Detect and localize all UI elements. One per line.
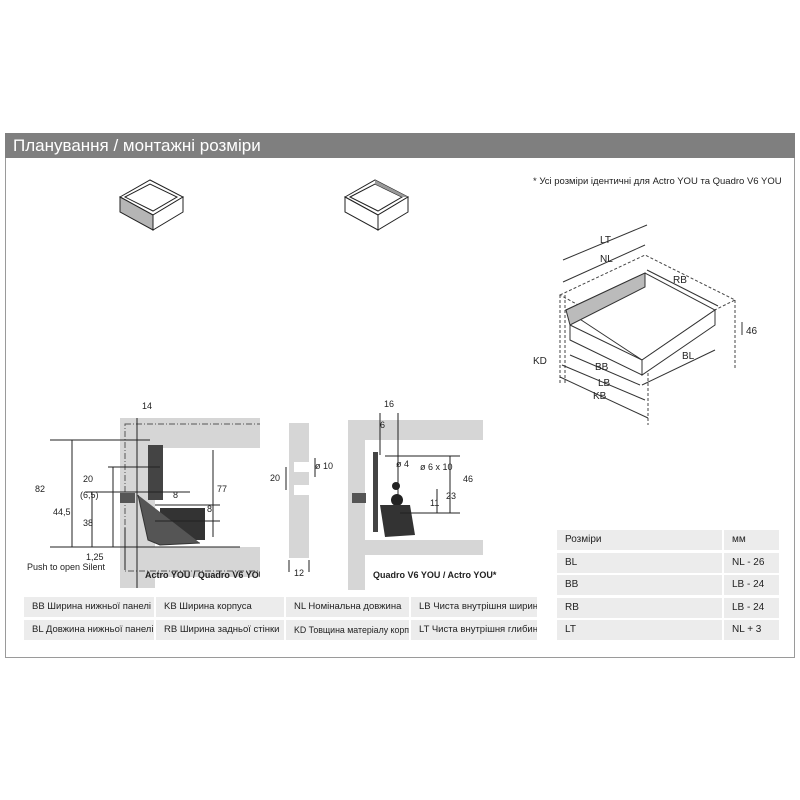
label-nl: NL bbox=[600, 254, 613, 265]
dim-8a: 8 bbox=[173, 490, 178, 500]
table-cell: NL - 26 bbox=[724, 553, 779, 573]
dim-6-5: (6,5) bbox=[80, 490, 99, 500]
dim-12: 12 bbox=[294, 568, 304, 578]
dim-38: 38 bbox=[83, 518, 93, 528]
dim-o4: ø 4 bbox=[396, 459, 409, 469]
label-bb: BB bbox=[595, 362, 609, 373]
actro-caption: Actro YOU / Quadro V6 YOU* bbox=[145, 570, 260, 580]
legend-cell: KD Товщина матеріалу корпуса bbox=[286, 620, 409, 640]
dim-o6x10: ø 6 x 10 bbox=[420, 462, 453, 472]
quadro-caption: Quadro V6 YOU / Actro YOU* bbox=[373, 570, 497, 580]
dim-11: 11 bbox=[430, 498, 439, 508]
page-title: Планування / монтажні розміри bbox=[5, 133, 795, 158]
dim-77: 77 bbox=[217, 484, 227, 494]
dim-20-mid: 20 bbox=[270, 473, 280, 483]
push-to-open-label: Push to open Silent bbox=[27, 562, 106, 572]
table-cell: LT bbox=[557, 620, 722, 640]
legend-cell: BB Ширина нижньої панелі bbox=[24, 597, 154, 617]
dim-46: 46 bbox=[463, 474, 473, 484]
dim-8b: 8 bbox=[207, 504, 212, 514]
isometric-drawer-diagram: LT NL RB 46 BL KD BB LB KB bbox=[533, 224, 758, 425]
legend-cell: RB Ширина задньої стінки bbox=[156, 620, 284, 640]
table-cell: RB bbox=[557, 598, 722, 618]
table-cell: NL + 3 bbox=[724, 620, 779, 640]
table-cell: BB bbox=[557, 575, 722, 595]
table-cell: BL bbox=[557, 553, 722, 573]
dim-82: 82 bbox=[35, 484, 45, 494]
table-header: мм bbox=[724, 530, 779, 550]
legend-cell: LT Чиста внутрішня глибина bbox=[411, 620, 537, 640]
table-cell: LB - 24 bbox=[724, 575, 779, 595]
dim-6: 6 bbox=[380, 420, 385, 430]
legend-cell: NL Номінальна довжина bbox=[286, 597, 409, 617]
dim-1-25: 1,25 bbox=[86, 552, 104, 562]
panel-bore-diagram: ø 10 20 12 bbox=[270, 423, 333, 578]
dim-16: 16 bbox=[384, 399, 394, 409]
label-lt: LT bbox=[600, 235, 611, 246]
label-kb: KB bbox=[593, 391, 607, 402]
label-46: 46 bbox=[746, 326, 758, 337]
legend-cell: LB Чиста внутрішня ширина bbox=[411, 597, 537, 617]
label-rb: RB bbox=[673, 275, 687, 286]
table-cell: LB - 24 bbox=[724, 598, 779, 618]
label-kd: KD bbox=[533, 356, 547, 367]
dim-o10: ø 10 bbox=[315, 461, 333, 471]
legend-cell: BL Довжина нижньої панелі bbox=[24, 620, 154, 640]
label-lb: LB bbox=[598, 378, 611, 389]
legend-cell: KB Ширина корпуса bbox=[156, 597, 284, 617]
drawer-back-icon bbox=[343, 179, 410, 231]
footnote: * Усі розміри ідентичні для Actro YOU та… bbox=[533, 176, 782, 187]
table-header: Розміри bbox=[557, 530, 722, 550]
actro-section-diagram: 14 82 20 (6,5) 44,5 38 1,25 8 8 77 Push … bbox=[27, 401, 260, 588]
drawer-front-icon bbox=[118, 179, 185, 231]
dim-14: 14 bbox=[142, 401, 152, 411]
dim-44-5: 44,5 bbox=[53, 507, 71, 517]
dim-23: 23 bbox=[446, 491, 456, 501]
label-bl: BL bbox=[682, 351, 695, 362]
dim-20: 20 bbox=[83, 474, 93, 484]
quadro-section-diagram: 16 6 ø 4 ø 6 x 10 46 23 11 Quadro V6 YOU… bbox=[348, 399, 497, 590]
